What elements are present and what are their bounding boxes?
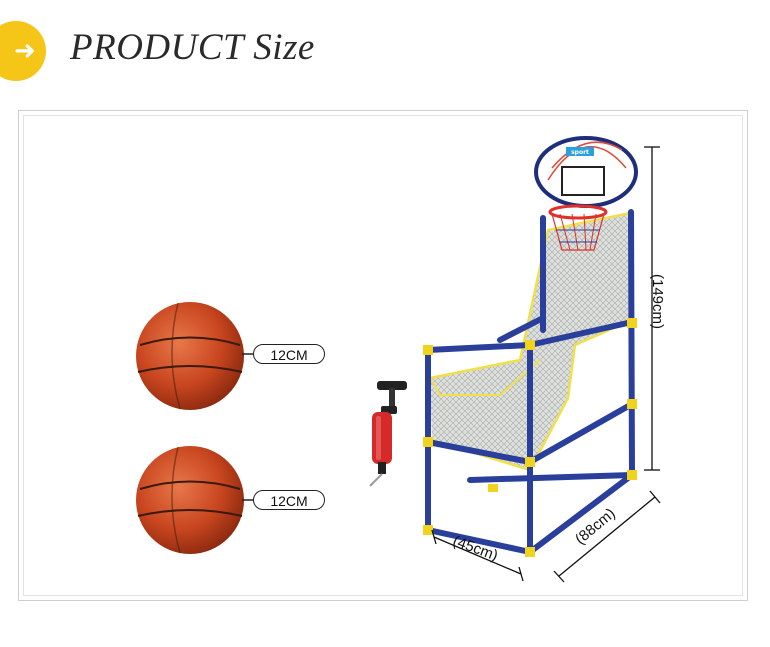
arrow-right-icon: ➜ xyxy=(14,36,36,66)
arcade-hoop-stand: sport xyxy=(423,136,638,557)
product-image-frame xyxy=(18,110,748,601)
air-pump xyxy=(369,381,407,487)
section-badge: ➜ xyxy=(0,21,46,81)
dimension-lines xyxy=(431,146,661,583)
height-dimension-label: (149cm) xyxy=(649,273,667,330)
ball-size-label-1: 12CM xyxy=(253,344,325,364)
basketball-2 xyxy=(136,446,244,554)
basketball-1 xyxy=(136,302,244,410)
page-title: PRODUCT Size xyxy=(70,27,315,68)
backboard-logo: sport xyxy=(571,149,589,156)
ball-size-label-2: 12CM xyxy=(253,490,325,510)
